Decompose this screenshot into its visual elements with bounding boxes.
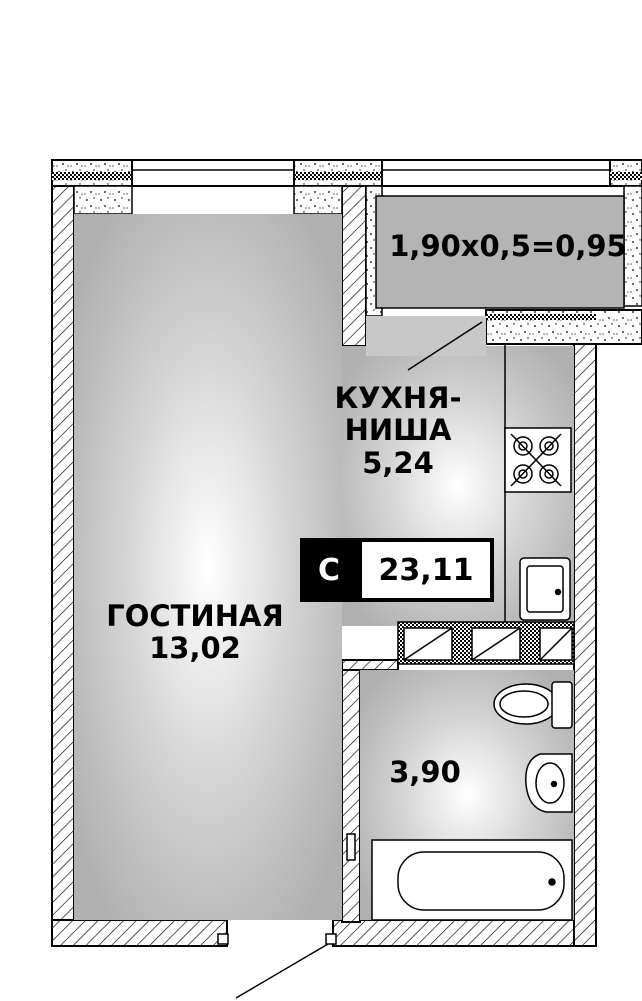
apartment-type-badge: С [300,538,358,602]
living-room [74,214,342,920]
balcony-area-label: 1,90x0,5=0,95 [389,229,627,263]
bathtub-icon [371,839,573,921]
bathroom-door-jamb [346,833,356,861]
window-frames [51,159,642,345]
kitchen-area: 5,24 [362,445,434,480]
balcony [375,195,625,309]
living-room-name: ГОСТИНАЯ [106,599,284,633]
living-room-label: ГОСТИНАЯ 13,02 [100,600,290,665]
washbasin-icon [525,753,573,813]
kitchen-name-line2: НИША [344,413,452,448]
sink-icon [519,557,571,621]
stove-icon [510,433,562,487]
living-room-area: 13,02 [149,631,241,666]
toilet-icon [493,681,573,729]
kitchen-counter [504,344,572,622]
bathroom-area: 3,90 [389,755,461,789]
total-area-box: 23,11 [358,538,494,602]
entry-arrow [235,943,329,999]
radiator-panels [397,621,575,665]
entry-door-jamb [217,933,229,945]
entry-door-jamb [325,933,337,945]
kitchen-upper [366,316,486,356]
kitchen-label: КУХНЯ- НИША 5,24 [318,381,478,480]
kitchen-name-line1: КУХНЯ- [334,381,462,415]
balcony-leader-line [407,321,483,371]
